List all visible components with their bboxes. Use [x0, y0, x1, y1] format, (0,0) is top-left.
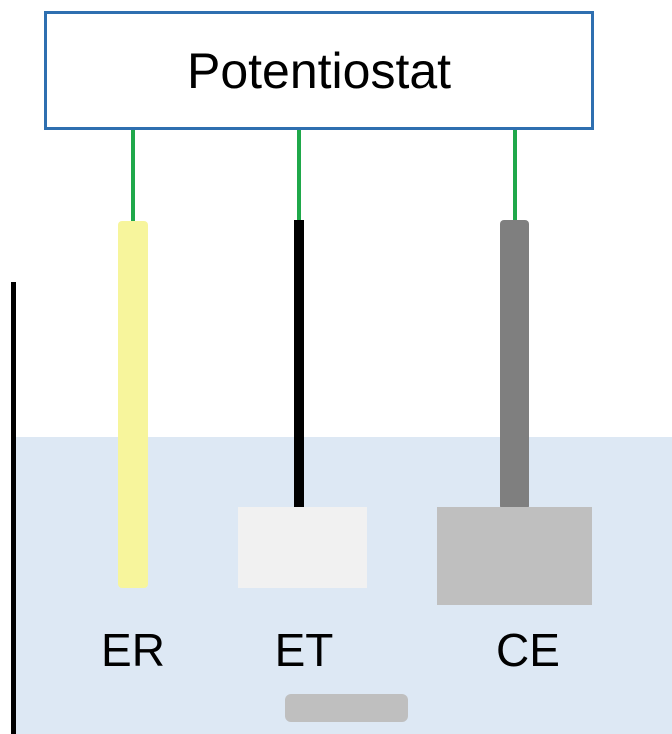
- reference-electrode: [118, 221, 148, 588]
- electrode-label-ce: CE: [496, 624, 560, 676]
- potentiostat-box: [44, 11, 594, 130]
- counter-electrode-rod: [500, 220, 529, 510]
- counter-electrode-plate: [437, 507, 592, 605]
- wire-er: [131, 128, 135, 222]
- electrode-label-et: ET: [275, 624, 334, 676]
- electrode-label-er: ER: [101, 624, 165, 676]
- wires: [131, 128, 517, 222]
- working-electrode-plate: [238, 507, 367, 588]
- beaker-wall: [11, 282, 16, 734]
- potentiostat-label: Potentiostat: [187, 43, 451, 99]
- wire-et: [297, 128, 301, 222]
- wire-ce: [513, 128, 517, 222]
- stir-bar: [285, 694, 408, 722]
- working-electrode-rod: [294, 220, 304, 508]
